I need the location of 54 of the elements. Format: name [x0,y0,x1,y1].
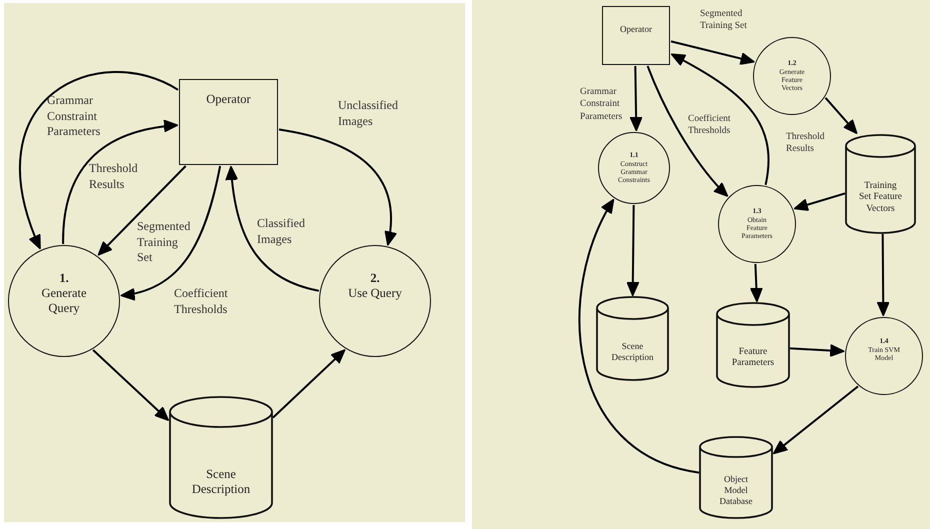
arrow [278,128,396,246]
edge-label: Threshold Results [786,131,826,156]
arrow [876,234,890,316]
node-label: Feature Parameters [730,346,776,370]
arrow [646,66,728,197]
data-store-cylinder [597,297,668,380]
arrow [92,349,170,422]
node-label: Operator [620,24,652,35]
data-store-cylinder [170,397,272,518]
edge-label: Unclassified Images [338,98,399,130]
edge-label: Grammar Constraint Parameters [580,86,624,124]
edge-label: Grammar Constraint Parameters [47,93,102,140]
data-store-cylinder [717,303,789,387]
data-store-cylinder [846,135,915,233]
entity-box [602,6,670,65]
node-label: Generate Query [40,286,88,316]
entity-box [179,79,278,165]
data-store-cylinder [700,437,772,518]
edge-label: Segmented Training Set [137,219,192,266]
process-number: 2. [370,271,380,286]
arrow [120,166,222,300]
arrow [630,66,643,132]
process-circle [845,317,923,395]
arrow [626,204,640,296]
arrow [790,344,845,357]
node-label: Training Set Feature Vectors [858,180,903,216]
edge-label: Segmented Training Set [700,8,748,33]
arrow [824,97,858,134]
arrow [19,71,178,250]
process-circle [319,245,431,357]
arrow [98,165,186,256]
process-circle [718,185,796,263]
arrow [226,166,320,292]
process-number: 1. [59,270,69,286]
edge-label: Coefficient Thresholds [174,286,229,318]
process-circle [598,132,670,204]
arrow [578,198,700,474]
edge-label: Threshold Results [89,161,139,192]
node-label: Use Query [348,286,402,301]
arrow [670,40,756,65]
arrow [750,264,763,302]
arrow [793,192,846,211]
node-label: Scene Description [610,340,654,362]
node-label: Object Model Database [718,474,754,507]
arrow [62,120,178,244]
process-circle [8,245,120,357]
edge-label: Classified Images [257,216,306,248]
arrow [272,349,346,418]
arrow [772,386,859,454]
process-circle [753,37,831,115]
edge-label: Coefficient Thresholds [688,113,732,138]
node-label: Operator [206,92,251,107]
node-label: Scene Description [190,466,252,496]
arrow [670,53,770,186]
